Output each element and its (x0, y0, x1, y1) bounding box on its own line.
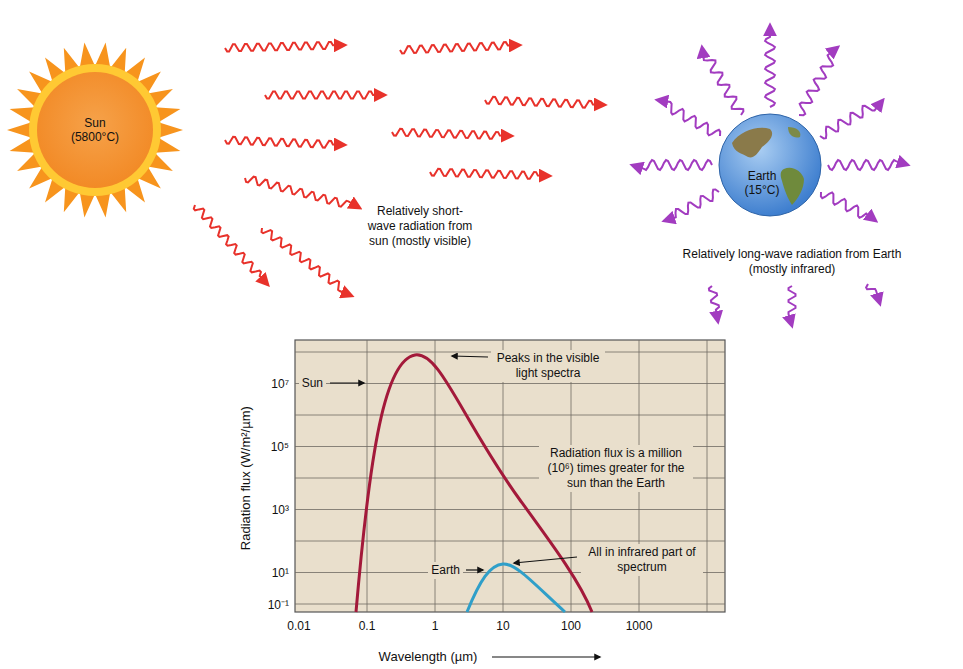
tick-label: 100 (561, 619, 581, 634)
node-label: Sun (5800°C) (60, 116, 130, 145)
annotation: Radiation flux is a million (10⁶) times … (539, 445, 693, 492)
radiation-arrow (430, 169, 550, 179)
grid-line (295, 541, 725, 542)
radiation-arrow (265, 92, 385, 99)
grid-line (295, 383, 725, 384)
radiation-arrow (799, 47, 838, 115)
tick-label: 1 (432, 619, 439, 634)
curve-label: Sun (299, 375, 326, 392)
radiation-arrow (400, 42, 520, 53)
node-label: Earth (15°C) (732, 169, 792, 198)
grid-line (295, 415, 725, 416)
radiation-arrow (262, 228, 353, 296)
annotation: All in infrared part of spectrum (581, 544, 703, 576)
radiation-arrows (194, 25, 908, 326)
tick-label: 10⁻¹ (268, 598, 289, 613)
radiation-arrow (194, 205, 268, 285)
radiation-arrow (702, 47, 743, 115)
sun-rays (7, 43, 183, 218)
tick-label: 10¹ (272, 566, 289, 581)
earth-globe: Earth (15°C) (718, 113, 822, 217)
axis-title: Wavelength (µm) (379, 649, 478, 665)
radiation-arrow (225, 42, 345, 52)
radiation-arrow (820, 100, 883, 138)
leader-arrow (466, 569, 483, 570)
radiation-arrow (789, 286, 796, 326)
tick-label: 0.01 (287, 619, 310, 634)
continent (788, 127, 800, 138)
radiation-arrow (392, 129, 512, 139)
radiation-arrow (245, 177, 360, 208)
radiation-arrow (866, 284, 880, 304)
curve-label: Earth (428, 562, 463, 579)
leader-arrow (452, 356, 488, 357)
sun-ring (29, 64, 161, 196)
globe (719, 114, 821, 216)
radiation-arrow (828, 160, 908, 170)
radiation-arrow (821, 192, 876, 221)
caption-text: Relatively short-wave radiation from sun… (367, 204, 473, 249)
radiation-arrow (632, 160, 712, 170)
leader-arrow (330, 382, 364, 383)
earth-globe-shape (718, 113, 822, 217)
tick-label: 0.1 (359, 619, 376, 634)
tick-label: 10 (496, 619, 509, 634)
axis-title: Radiation flux (W/m²/µm) (238, 406, 254, 550)
grid-line (295, 509, 725, 510)
radiation-arrow (485, 97, 605, 108)
radiation-arrow (709, 286, 719, 322)
tick-label: 10⁷ (271, 377, 289, 392)
continent (732, 128, 772, 158)
radiation-arrow (657, 100, 720, 136)
grid-line (295, 604, 725, 605)
sun-core (37, 72, 153, 188)
radiation-arrow (765, 25, 775, 107)
radiation-arrow (225, 137, 345, 148)
leader-arrow (514, 557, 577, 563)
annotation: Peaks in the visible light spectra (491, 350, 605, 382)
grid-line (707, 340, 708, 612)
sun-disc: Sun (5800°C) (5, 40, 185, 220)
tick-label: 10³ (272, 503, 289, 518)
axis-arrow (492, 656, 600, 657)
earth-curve (467, 564, 565, 612)
tick-label: 10⁵ (271, 440, 289, 455)
grid-line (367, 340, 368, 612)
chart-frame (295, 340, 725, 612)
chart-grid (295, 340, 725, 612)
continent (781, 168, 804, 205)
caption-text: Relatively long-wave radiation from Eart… (672, 247, 912, 277)
radiation-arrow (664, 190, 719, 222)
tick-label: 1000 (626, 619, 653, 634)
